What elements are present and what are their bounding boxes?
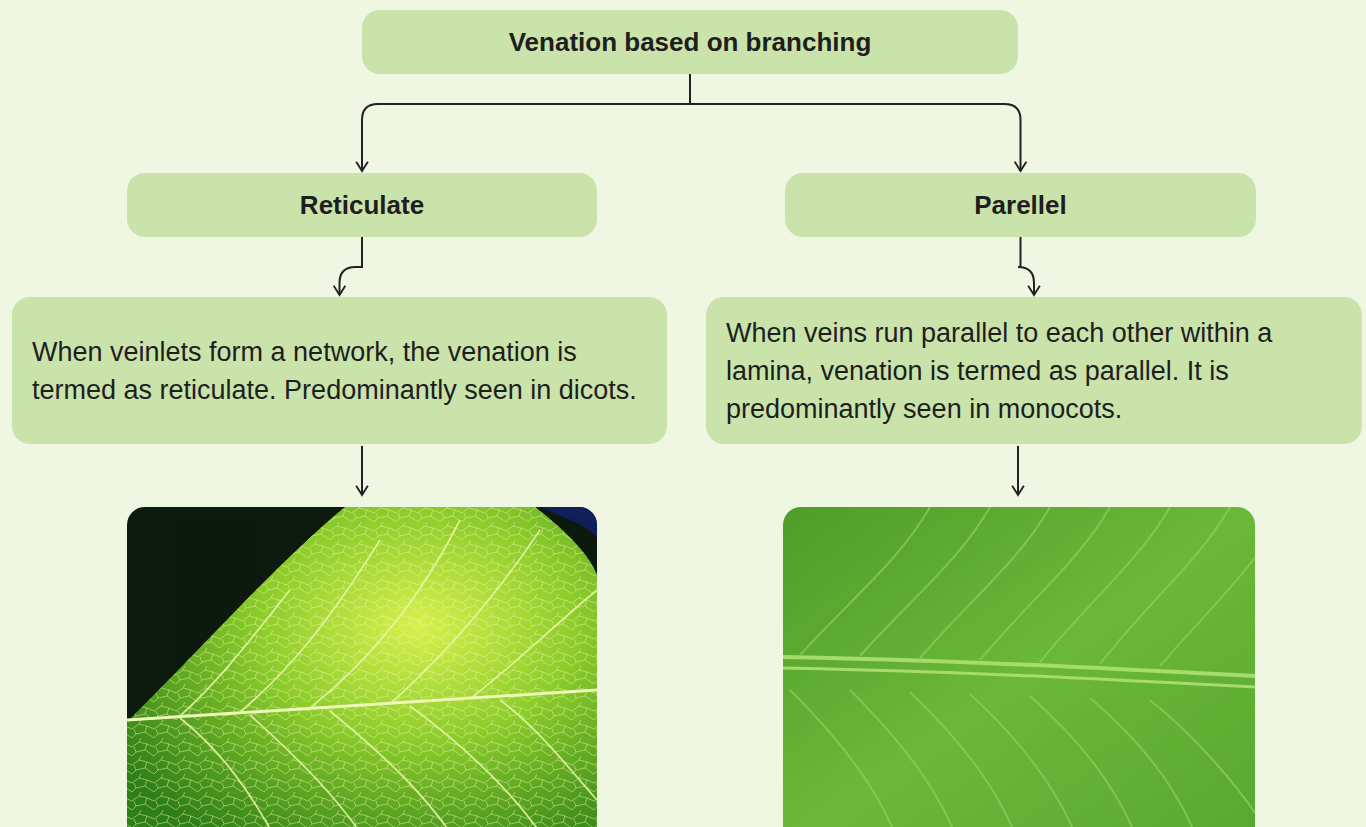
connector-arrow [362,74,690,171]
box-heading: Parellel [974,189,1067,221]
root-box: Venation based on branching [362,10,1018,74]
description-box: When veins run parallel to each other wi… [706,297,1362,444]
connector-arrow [690,74,1021,171]
box-text: When veins run parallel to each other wi… [726,314,1342,428]
description-box: When veinlets form a network, the venati… [12,297,667,444]
image-arrow [361,446,363,495]
connector-arrow [340,237,363,295]
image-arrow [1017,446,1019,495]
parallel-leaf-photo [783,507,1255,827]
box-text: When veinlets form a network, the venati… [32,333,647,409]
category-box: Reticulate [127,173,597,237]
box-heading: Reticulate [300,189,424,221]
connector-arrow [1018,237,1034,295]
reticulate-leaf-photo [127,507,597,827]
box-heading: Venation based on branching [509,26,872,58]
category-box: Parellel [785,173,1256,237]
